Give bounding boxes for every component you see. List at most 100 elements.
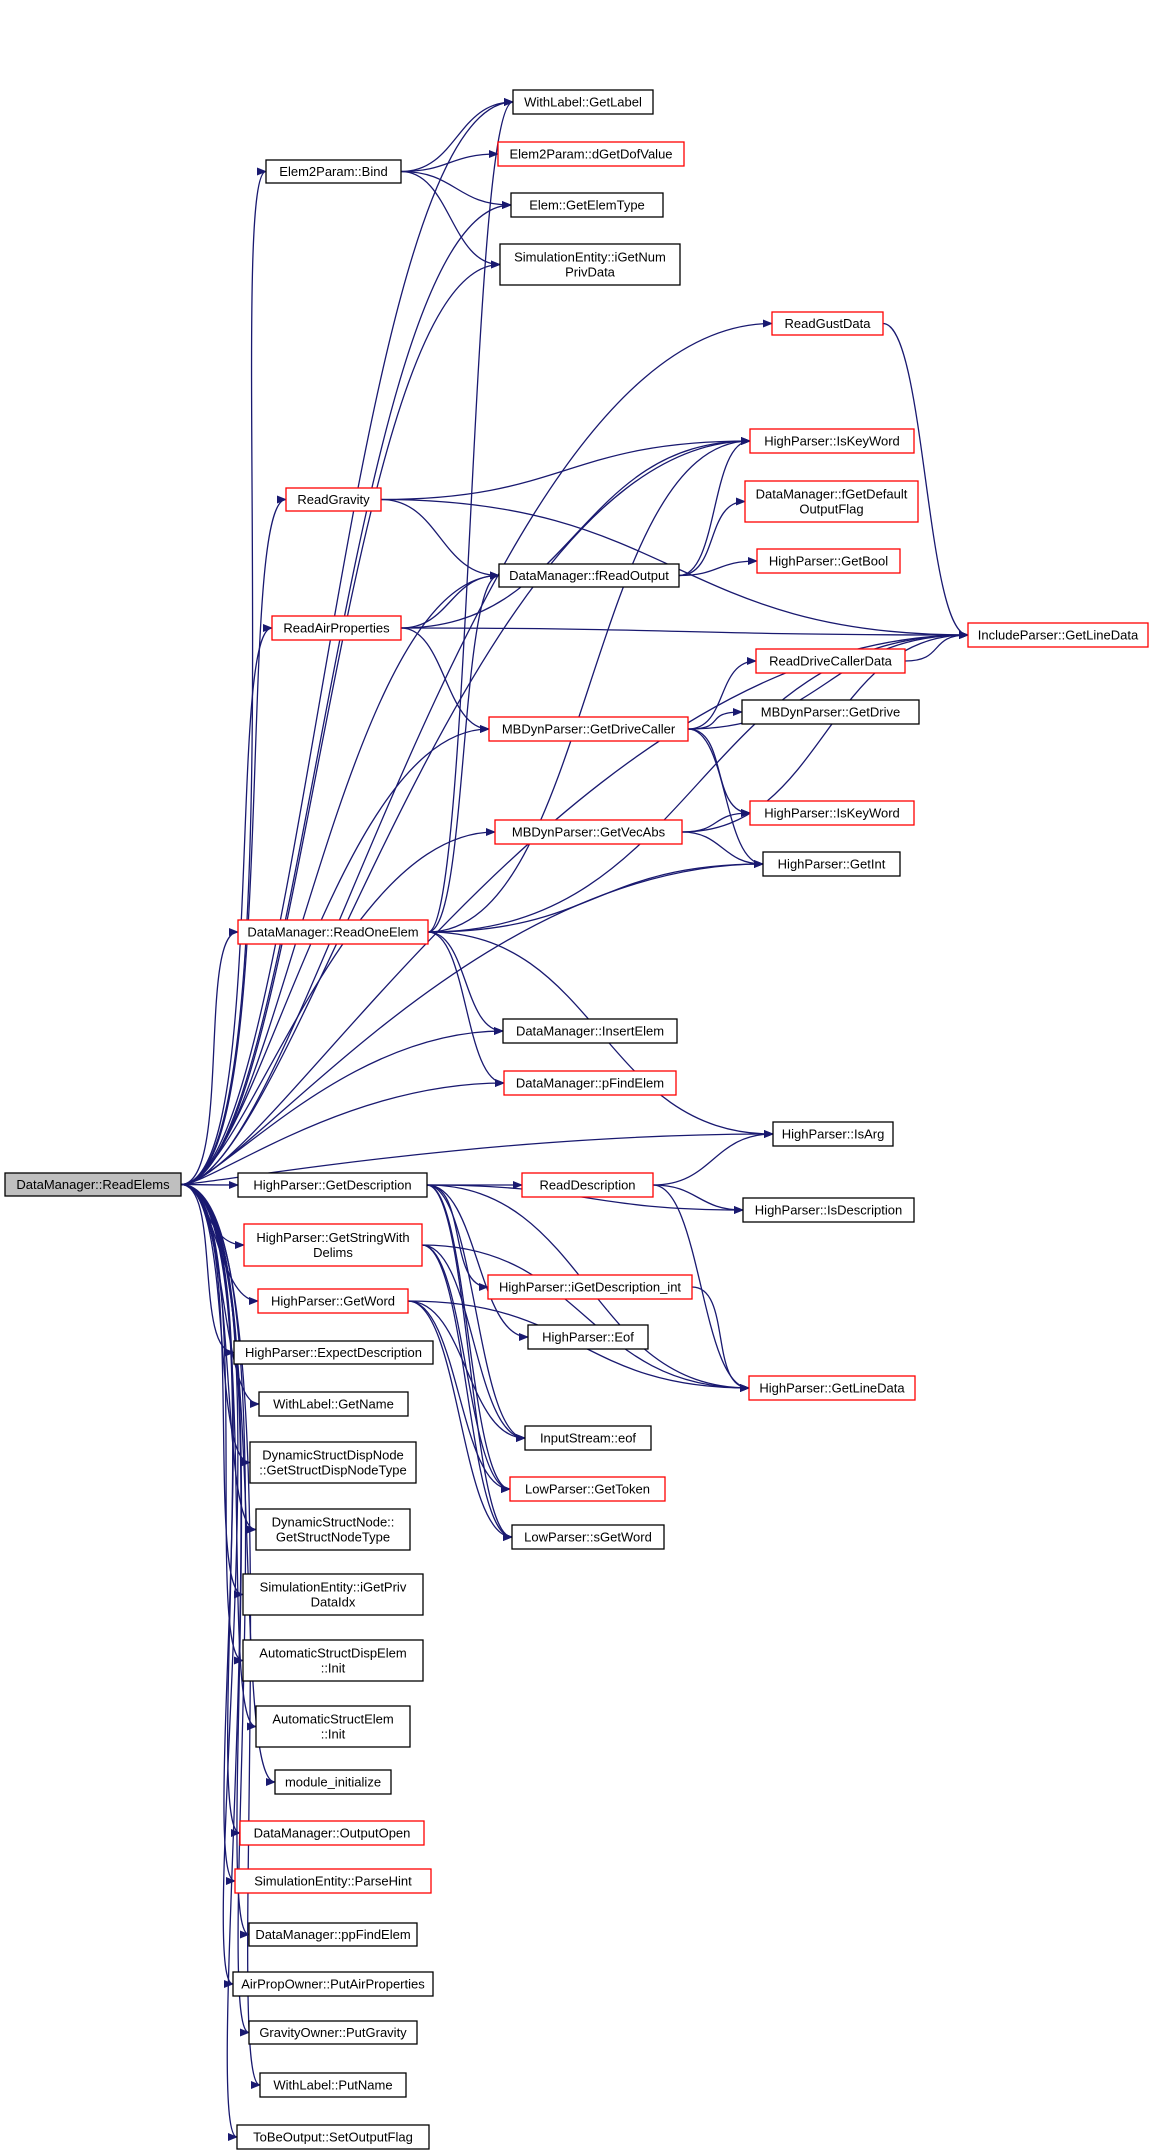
node-readairproperties[interactable]: ReadAirProperties xyxy=(271,615,402,641)
node-dm-insertelem[interactable]: DataManager::InsertElem xyxy=(502,1018,678,1044)
node-asde-init[interactable]: AutomaticStructDispElem::Init xyxy=(242,1639,424,1682)
node-highparser-getlinedata[interactable]: HighParser::GetLineData xyxy=(748,1375,916,1401)
node-module-initialize[interactable]: module_initialize xyxy=(274,1769,392,1795)
node-readgustdata[interactable]: ReadGustData xyxy=(771,311,884,336)
node-lowparser-sgetword[interactable]: LowParser::sGetWord xyxy=(511,1524,665,1550)
node-readdescription[interactable]: ReadDescription xyxy=(521,1172,654,1198)
call-edge xyxy=(180,260,501,1186)
node-label: Elem2Param::Bind xyxy=(279,164,387,179)
node-box xyxy=(232,1971,434,1997)
call-edge xyxy=(421,1244,526,1442)
node-box xyxy=(527,1324,649,1350)
call-edge xyxy=(400,437,751,629)
node-box xyxy=(233,1340,434,1365)
call-edge xyxy=(687,657,757,730)
node-label: DataManager::fReadOutput xyxy=(509,568,669,583)
node-lowparser-gettoken[interactable]: LowParser::GetToken xyxy=(509,1476,666,1502)
node-label: ::Init xyxy=(321,1727,346,1742)
node-mbdyn-getdrive[interactable]: MBDynParser::GetDrive xyxy=(741,699,920,725)
call-edge xyxy=(180,725,490,1186)
node-tobeoutput-setoutputflag[interactable]: ToBeOutput::SetOutputFlag xyxy=(236,2124,430,2150)
node-elem-getelemtype[interactable]: Elem::GetElemType xyxy=(510,192,664,218)
call-edge xyxy=(400,150,499,173)
node-box xyxy=(248,1922,418,1947)
node-dm-pfindelem[interactable]: DataManager::pFindElem xyxy=(503,1070,677,1096)
node-box xyxy=(744,480,919,523)
node-highparser-getbool[interactable]: HighParser::GetBool xyxy=(756,548,901,574)
node-inputstream-eof[interactable]: InputStream::eof xyxy=(524,1425,652,1451)
node-withlabel-putname[interactable]: WithLabel::PutName xyxy=(259,2072,407,2098)
node-root[interactable]: DataManager::ReadElems xyxy=(4,1172,182,1197)
call-edge xyxy=(426,1184,489,1291)
node-label: Elem::GetElemType xyxy=(529,198,645,213)
call-edge xyxy=(678,497,746,577)
node-elem2param-dgetdofvalue[interactable]: Elem2Param::dGetDofValue xyxy=(497,141,685,167)
node-label: HighParser::GetDescription xyxy=(253,1178,411,1193)
node-withlabel-getname[interactable]: WithLabel::GetName xyxy=(258,1391,409,1417)
node-mbdyn-getdrivecaller[interactable]: MBDynParser::GetDriveCaller xyxy=(488,716,689,742)
node-withlabel-getlabel[interactable]: WithLabel::GetLabel xyxy=(512,89,654,115)
node-label: DynamicStructDispNode xyxy=(262,1448,404,1463)
node-highparser-isdescription[interactable]: HighParser::IsDescription xyxy=(742,1197,915,1223)
call-edge xyxy=(678,437,751,577)
node-box xyxy=(239,1820,425,1846)
node-highparser-isarg[interactable]: HighParser::IsArg xyxy=(772,1121,894,1147)
node-highparser-getdescription[interactable]: HighParser::GetDescription xyxy=(237,1172,428,1198)
call-edge xyxy=(691,1286,750,1392)
node-box xyxy=(4,1172,182,1197)
node-gravityowner-putgravity[interactable]: GravityOwner::PutGravity xyxy=(248,2020,418,2045)
call-edge xyxy=(400,627,969,639)
node-mbdyn-getvecabs[interactable]: MBDynParser::GetVecAbs xyxy=(494,819,683,845)
node-readdrivecallerdata[interactable]: ReadDriveCallerData xyxy=(755,648,906,674)
node-highparser-getword[interactable]: HighParser::GetWord xyxy=(257,1288,409,1314)
node-dm-readoneelem[interactable]: DataManager::ReadOneElem xyxy=(237,919,429,945)
node-highparser-expectdescription[interactable]: HighParser::ExpectDescription xyxy=(233,1340,434,1365)
node-label: HighParser::GetBool xyxy=(769,554,888,569)
node-highparser-iskeyword-1[interactable]: HighParser::IsKeyWord xyxy=(749,428,915,454)
call-edge xyxy=(426,1184,513,1541)
node-box xyxy=(524,1425,652,1451)
node-box xyxy=(242,1639,424,1682)
node-box xyxy=(234,1868,432,1894)
node-highparser-eof[interactable]: HighParser::Eof xyxy=(527,1324,649,1350)
node-label: SimulationEntity::ParseHint xyxy=(254,1874,412,1889)
node-label: ReadDriveCallerData xyxy=(769,654,893,669)
call-edge xyxy=(400,98,514,173)
node-elem2param-bind[interactable]: Elem2Param::Bind xyxy=(265,159,402,184)
node-highparser-iskeyword-2[interactable]: HighParser::IsKeyWord xyxy=(749,800,915,826)
call-edge xyxy=(427,98,514,933)
node-box xyxy=(237,1172,428,1198)
node-dsdn-getstructdispnodetype[interactable]: DynamicStructDispNode::GetStructDispNode… xyxy=(249,1441,417,1484)
call-edge xyxy=(427,931,505,1087)
node-ase-init[interactable]: AutomaticStructElem::Init xyxy=(255,1705,411,1748)
node-dm-outputopen[interactable]: DataManager::OutputOpen xyxy=(239,1820,425,1846)
node-highparser-getint[interactable]: HighParser::GetInt xyxy=(762,851,901,877)
node-label: ReadGustData xyxy=(785,316,872,331)
node-readgravity[interactable]: ReadGravity xyxy=(285,487,382,512)
node-simentity-parsehint[interactable]: SimulationEntity::ParseHint xyxy=(234,1868,432,1894)
node-box xyxy=(748,1375,916,1401)
node-label: HighParser::Eof xyxy=(542,1330,634,1345)
node-dsn-getstructnodetype[interactable]: DynamicStructNode::GetStructNodeType xyxy=(255,1508,411,1551)
node-dm-ppfindelem[interactable]: DataManager::ppFindElem xyxy=(248,1922,418,1947)
node-label: ToBeOutput::SetOutputFlag xyxy=(253,2130,413,2145)
node-box xyxy=(258,1391,409,1417)
call-edge xyxy=(652,1130,774,1186)
node-label: HighParser::IsKeyWord xyxy=(764,434,900,449)
node-airpropowner-putairproperties[interactable]: AirPropOwner::PutAirProperties xyxy=(232,1971,434,1997)
node-box xyxy=(285,487,382,512)
node-highparser-igetdescription-int[interactable]: HighParser::iGetDescription_int xyxy=(487,1274,693,1300)
call-edge xyxy=(426,1184,511,1493)
node-box xyxy=(521,1172,654,1198)
node-label: GetStructNodeType xyxy=(276,1530,390,1545)
node-box xyxy=(756,548,901,574)
node-box xyxy=(494,819,683,845)
node-label: LowParser::GetToken xyxy=(525,1482,650,1497)
node-dm-freadoutput[interactable]: DataManager::fReadOutput xyxy=(498,563,680,588)
node-includeparser-getlinedata[interactable]: IncludeParser::GetLineData xyxy=(967,622,1149,648)
